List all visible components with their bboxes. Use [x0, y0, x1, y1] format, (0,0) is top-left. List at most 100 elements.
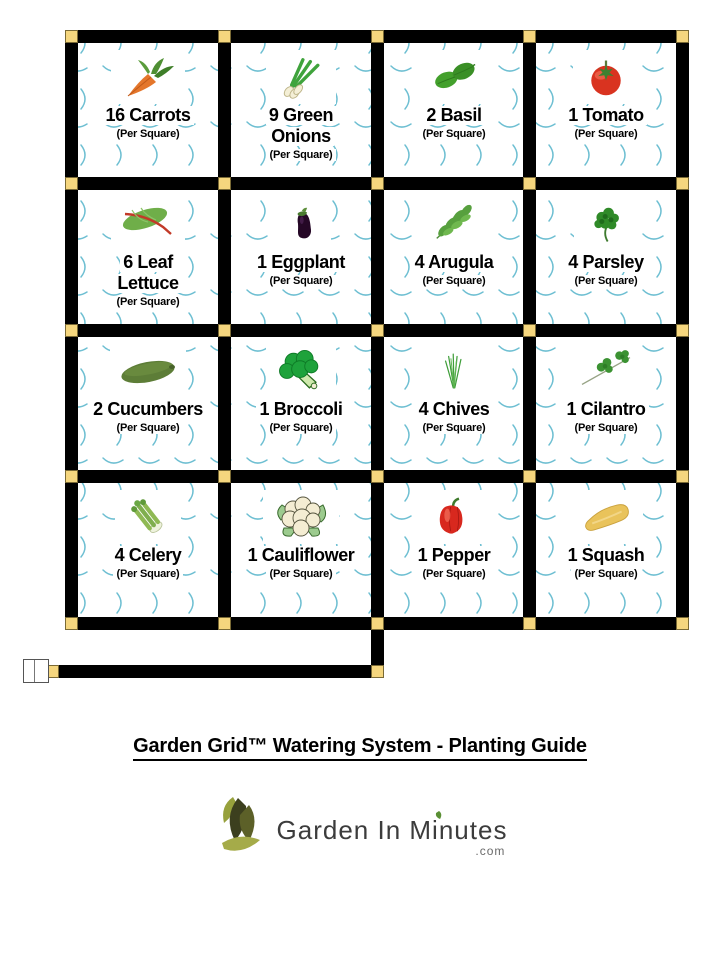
- cell-label-line2: Lettuce: [114, 273, 182, 293]
- parsley-icon: [574, 197, 638, 251]
- cell-label: 1 Squash: [564, 546, 648, 565]
- grid-cell-leaf-lettuce: 6 Leaf Lettuce (Per Square): [78, 190, 218, 324]
- cell-label-line2: Onions: [268, 126, 334, 146]
- pipe-connector: [218, 617, 231, 630]
- grid-cell-eggplant: 1 Eggplant (Per Square): [231, 190, 371, 324]
- pipe-connector: [523, 617, 536, 630]
- per-square-label: (Per Square): [266, 421, 336, 434]
- grid-cell-cucumbers: 2 Cucumbers (Per Square): [78, 337, 218, 471]
- pipe-connector: [65, 617, 78, 630]
- pipe-connector: [65, 324, 78, 337]
- pipe-connector: [523, 470, 536, 483]
- grid-cell-arugula: 4 Arugula (Per Square): [384, 190, 524, 324]
- pipe-connector: [218, 177, 231, 190]
- basil-icon: [418, 50, 490, 104]
- pipe-connector: [676, 324, 689, 337]
- pipe-connector: [523, 177, 536, 190]
- pipe-connector: [371, 177, 384, 190]
- cell-label: 1 Tomato: [565, 106, 647, 125]
- cell-label: 2 Cucumbers: [90, 400, 206, 419]
- pipe-connector: [523, 30, 536, 43]
- grid-cell-broccoli: 1 Broccoli (Per Square): [231, 337, 371, 471]
- squash-icon: [569, 490, 643, 544]
- pipe-connector: [65, 30, 78, 43]
- hose-connector: [23, 659, 49, 683]
- hose-connector-divider: [34, 660, 35, 682]
- tomato-icon: [573, 50, 639, 104]
- grid-cell-pepper: 1 Pepper (Per Square): [384, 483, 524, 617]
- per-square-label: (Per Square): [419, 127, 489, 140]
- cell-label: 6 Leaf: [120, 253, 176, 272]
- cell-label: 4 Parsley: [565, 253, 647, 272]
- cell-label: 1 Pepper: [414, 546, 494, 565]
- grid-cell-cilantro: 1 Cilantro (Per Square): [536, 337, 676, 471]
- page-title-text: Garden Grid™ Watering System - Planting …: [133, 735, 587, 761]
- pipe-connector-elbow: [371, 665, 384, 678]
- carrot-icon: [111, 50, 185, 104]
- cell-label: 1 Broccoli: [256, 400, 346, 419]
- per-square-label: (Per Square): [419, 421, 489, 434]
- pipe-connector: [676, 177, 689, 190]
- cell-label: 4 Celery: [111, 546, 185, 565]
- green-onion-icon: [266, 50, 336, 104]
- grid-cell-cauliflower: 1 Cauliflower (Per Square): [231, 483, 371, 617]
- broccoli-icon: [266, 344, 336, 398]
- grid-cell-celery: 4 Celery (Per Square): [78, 483, 218, 617]
- grid-cell-squash: 1 Squash (Per Square): [536, 483, 676, 617]
- per-square-label: (Per Square): [266, 148, 336, 161]
- garden-grid-board: 16 Carrots (Per Square) 9 Green Onions (…: [65, 30, 689, 630]
- per-square-label: (Per Square): [266, 567, 336, 580]
- grid-cell-parsley: 4 Parsley (Per Square): [536, 190, 676, 324]
- pipe-connector: [676, 470, 689, 483]
- feed-pipe-vertical: [371, 625, 384, 678]
- pipe-connector: [371, 617, 384, 630]
- pipe-connector: [218, 30, 231, 43]
- per-square-label: (Per Square): [113, 421, 183, 434]
- logo-com: .com: [475, 843, 506, 858]
- cell-label: 1 Cauliflower: [244, 546, 358, 565]
- cell-label: 4 Arugula: [411, 253, 497, 272]
- cell-label: 4 Chives: [415, 400, 493, 419]
- grid-cell-carrots: 16 Carrots (Per Square): [78, 43, 218, 177]
- cell-label: 2 Basil: [423, 106, 485, 125]
- leaf-lettuce-icon: [111, 197, 185, 251]
- cell-label: 1 Cilantro: [563, 400, 649, 419]
- leaf-dot-icon: [435, 810, 441, 819]
- pipe-connector: [371, 324, 384, 337]
- cell-label: 1 Eggplant: [253, 253, 348, 272]
- pipe-connector: [218, 324, 231, 337]
- cell-label: 9 Green: [265, 106, 337, 125]
- feed-pipe-horizontal: [57, 665, 384, 678]
- per-square-label: (Per Square): [266, 274, 336, 287]
- garden-in-minutes-logo: Garden In Minutes .com: [0, 795, 720, 859]
- logo-text-wrap: Garden In Minutes .com: [276, 809, 508, 858]
- grid-cell-chives: 4 Chives (Per Square): [384, 337, 524, 471]
- pipe-connector: [676, 617, 689, 630]
- pipe-connector: [218, 470, 231, 483]
- per-square-label: (Per Square): [113, 127, 183, 140]
- pepper-icon: [422, 490, 486, 544]
- chives-icon: [424, 344, 484, 398]
- cauliflower-icon: [263, 490, 339, 544]
- per-square-label: (Per Square): [571, 421, 641, 434]
- grid-cell-basil: 2 Basil (Per Square): [384, 43, 524, 177]
- pipe-connector: [523, 324, 536, 337]
- per-square-label: (Per Square): [419, 567, 489, 580]
- grid-cell-green-onions: 9 Green Onions (Per Square): [231, 43, 371, 177]
- pipe-connector: [65, 177, 78, 190]
- pipe-connector: [371, 30, 384, 43]
- cilantro-icon: [570, 344, 642, 398]
- logo-leaves-icon: [221, 797, 260, 851]
- per-square-label: (Per Square): [419, 274, 489, 287]
- per-square-label: (Per Square): [113, 295, 183, 308]
- per-square-label: (Per Square): [571, 127, 641, 140]
- pipe-connector: [65, 470, 78, 483]
- pipe-connector: [676, 30, 689, 43]
- cucumber-icon: [110, 344, 186, 398]
- page-title: Garden Grid™ Watering System - Planting …: [0, 735, 720, 761]
- per-square-label: (Per Square): [571, 567, 641, 580]
- celery-icon: [115, 490, 181, 544]
- pipe-connector: [371, 470, 384, 483]
- logo-text: Garden In Minutes: [276, 814, 508, 845]
- per-square-label: (Per Square): [113, 567, 183, 580]
